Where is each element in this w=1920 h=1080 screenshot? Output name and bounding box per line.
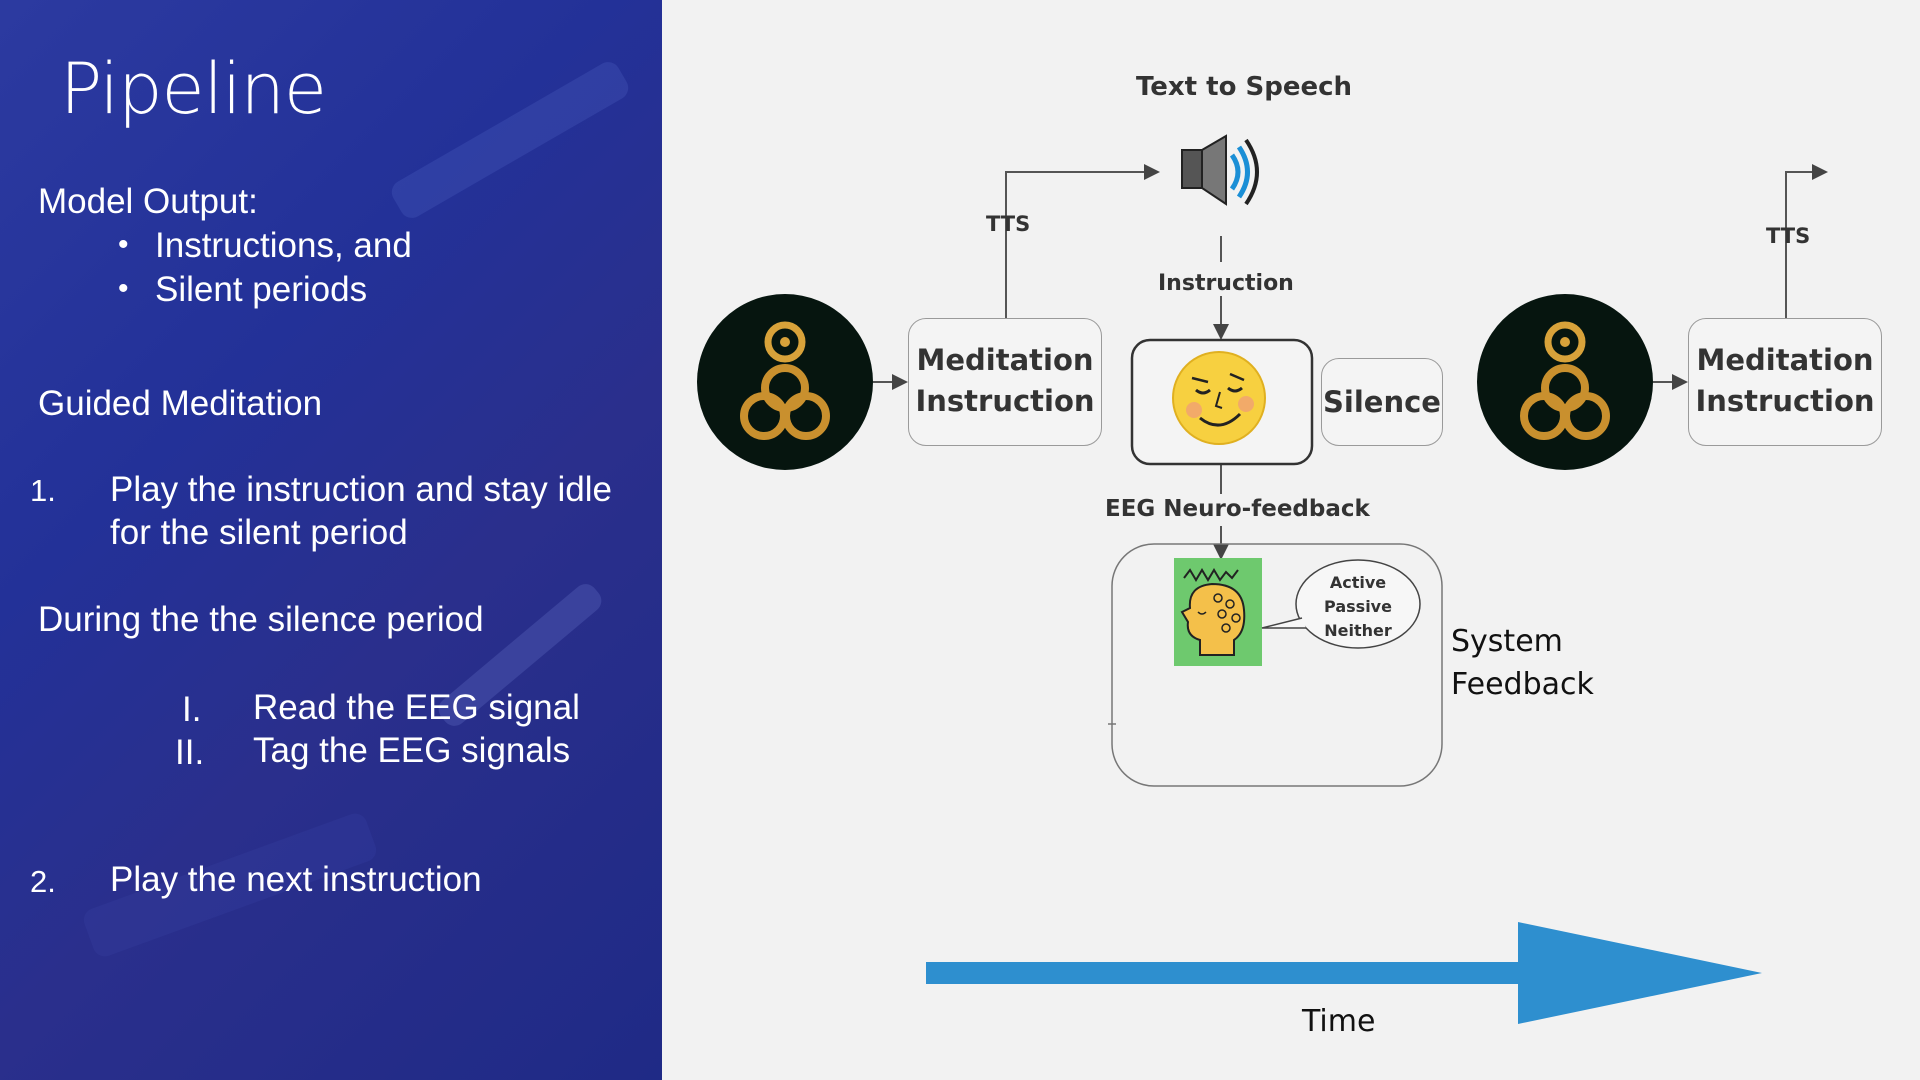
tts-heading: Text to Speech bbox=[1136, 72, 1353, 102]
model-output-heading: Model Output: bbox=[38, 182, 258, 221]
silence-heading: During the the silence period bbox=[38, 600, 484, 639]
meditation-instruction-text: Meditation Instruction bbox=[908, 340, 1102, 422]
meditation-instruction-text: Meditation Instruction bbox=[1688, 340, 1882, 422]
time-arrow-shaft bbox=[926, 962, 1522, 984]
tts-connector bbox=[1005, 164, 1160, 318]
bullet-icon: • bbox=[118, 272, 129, 305]
tts-label: TTS bbox=[1766, 224, 1811, 248]
speaker-icon bbox=[1181, 134, 1259, 206]
box-line: Instruction bbox=[1695, 384, 1875, 418]
bullet-icon: • bbox=[118, 228, 129, 261]
step-number: 2. bbox=[30, 864, 56, 899]
model-output-item: Silent periods bbox=[155, 270, 368, 309]
step1-line1: Play the instruction and stay idle bbox=[110, 470, 612, 509]
meditation-logo-icon bbox=[1477, 294, 1653, 470]
left-panel: Pipeline Model Output: • Instructions, a… bbox=[0, 0, 662, 1080]
bubble-line: Active bbox=[1329, 573, 1387, 592]
system-feedback-label: System Feedback bbox=[1451, 620, 1594, 706]
step2-text: Play the next instruction bbox=[110, 860, 482, 899]
slide-title: Pipeline bbox=[60, 48, 327, 130]
eeg-label: EEG Neuro-feedback bbox=[1105, 496, 1370, 522]
sub-step-text: Tag the EEG signals bbox=[253, 731, 571, 770]
system-feedback-line: System bbox=[1451, 624, 1563, 659]
box-line: Instruction bbox=[915, 384, 1095, 418]
step1-line2: for the silent period bbox=[110, 513, 408, 552]
guided-meditation-heading: Guided Meditation bbox=[38, 384, 323, 423]
tts-connector bbox=[1785, 164, 1828, 318]
instruction-label: Instruction bbox=[1158, 271, 1294, 296]
meditation-logo-icon bbox=[697, 294, 873, 470]
silence-text: Silence bbox=[1323, 385, 1441, 419]
feedback-bubble bbox=[1295, 559, 1421, 649]
bubble-line: Neither bbox=[1324, 621, 1392, 640]
time-label: Time bbox=[1302, 1004, 1376, 1039]
sub-step-number: II. bbox=[175, 733, 205, 772]
bubble-text: Active Passive Neither bbox=[1296, 571, 1420, 643]
tts-label: TTS bbox=[986, 212, 1031, 236]
box-line: Meditation bbox=[1696, 343, 1874, 377]
sub-step-number: I. bbox=[182, 690, 202, 729]
sub-step-text: Read the EEG signal bbox=[253, 688, 580, 727]
system-feedback-box bbox=[1111, 543, 1443, 787]
eeg-head-icon bbox=[1174, 558, 1262, 666]
time-arrow-head bbox=[1518, 922, 1762, 1024]
step-number: 1. bbox=[30, 473, 56, 508]
meditation-instruction-box bbox=[1688, 318, 1882, 446]
system-feedback-line: Feedback bbox=[1451, 667, 1594, 702]
meditation-instruction-box bbox=[908, 318, 1102, 446]
model-output-item: Instructions, and bbox=[155, 226, 412, 265]
bubble-line: Passive bbox=[1324, 597, 1392, 616]
silence-box bbox=[1321, 358, 1443, 446]
calm-face-icon bbox=[1172, 351, 1266, 445]
bubble-tail bbox=[1261, 617, 1306, 629]
box-line: Meditation bbox=[916, 343, 1094, 377]
